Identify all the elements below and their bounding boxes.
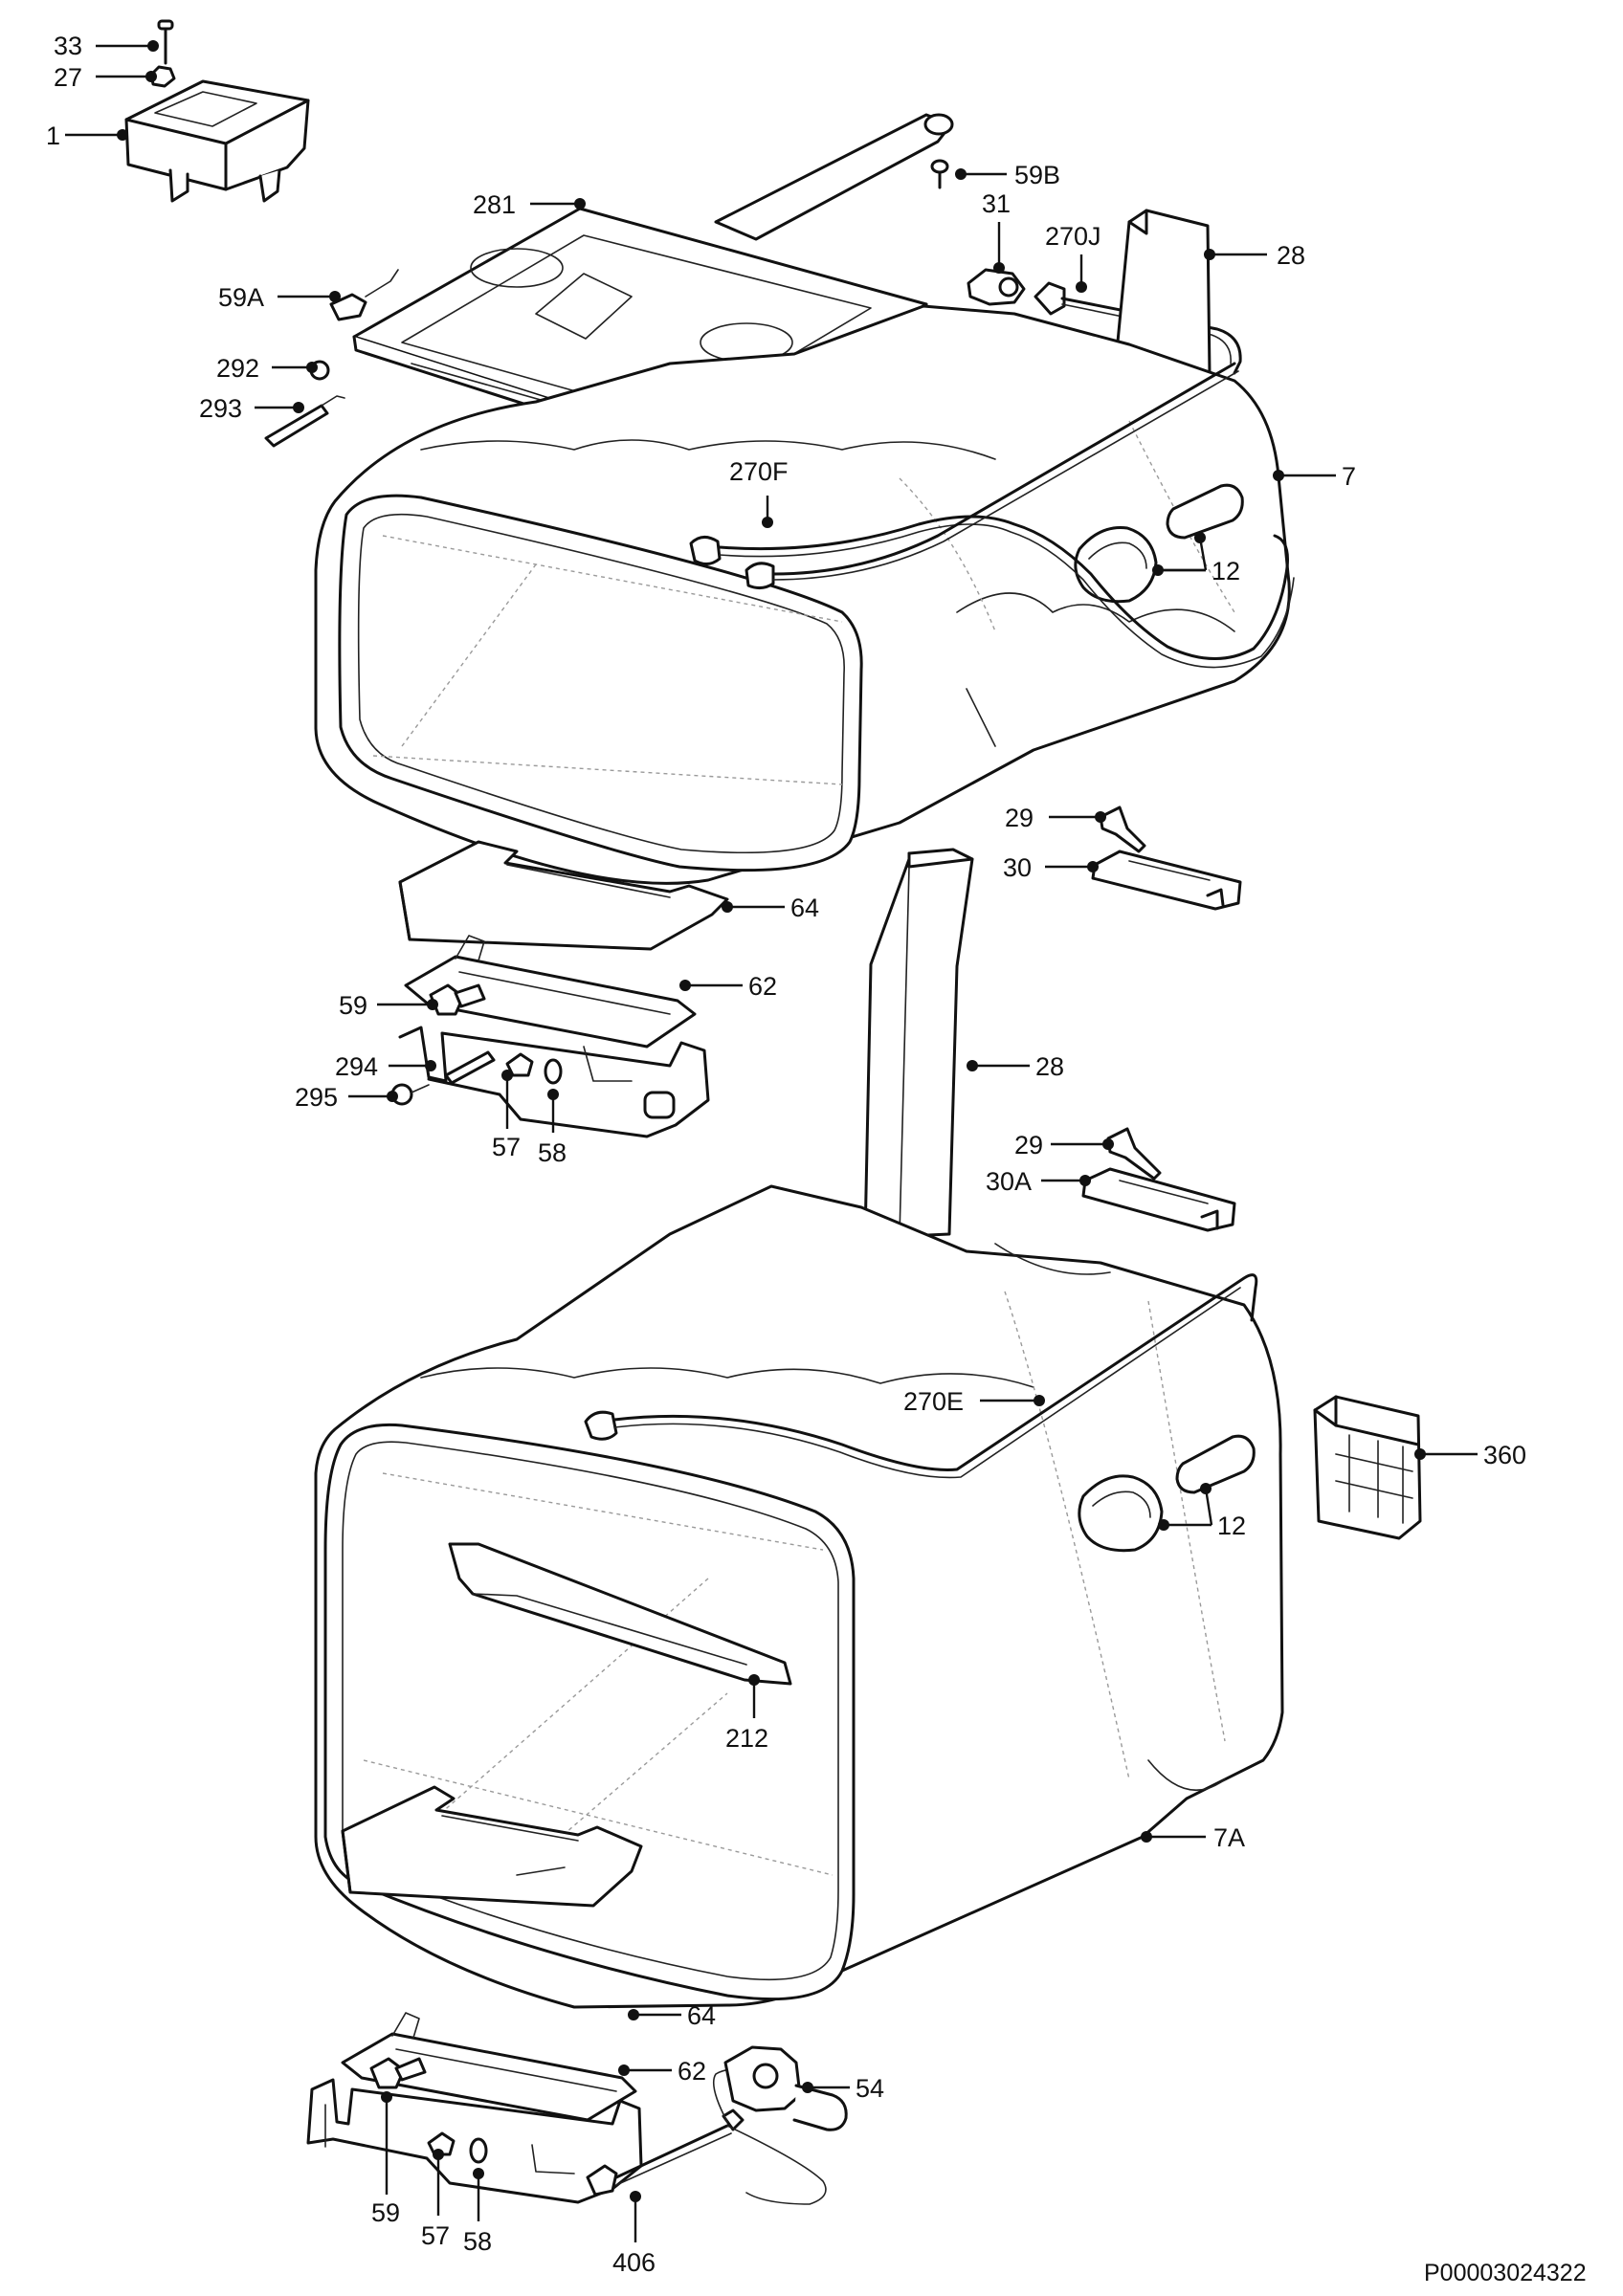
part-30A-rail (1081, 1167, 1236, 1232)
label-28-middle: 28 (1035, 1052, 1064, 1081)
part-54-motor (723, 2045, 848, 2131)
part-28-middle-insulation-strip (863, 848, 974, 1240)
label-59-lower: 59 (371, 2198, 400, 2227)
label-12-top: 12 (1212, 557, 1240, 585)
label-33: 33 (54, 32, 82, 60)
part-58-ring-upper (544, 1058, 563, 1085)
label-1: 1 (46, 121, 60, 150)
label-62-lower: 62 (678, 2057, 706, 2086)
label-57-lower: 57 (421, 2221, 450, 2250)
label-7: 7 (1342, 462, 1356, 491)
label-54: 54 (856, 2074, 884, 2103)
part-270J-tube (1034, 281, 1242, 375)
part-7-upper-oven-cavity (314, 304, 1295, 885)
part-295-cap (390, 1083, 430, 1106)
label-29-upper: 29 (1005, 804, 1034, 832)
label-293: 293 (199, 394, 242, 423)
part-360-terminal-block (1313, 1395, 1422, 1540)
label-270F: 270F (729, 457, 789, 486)
label-29-lower: 29 (1014, 1131, 1043, 1159)
part-27-nut (149, 65, 176, 88)
label-406: 406 (612, 2248, 656, 2277)
label-360: 360 (1483, 1441, 1526, 1469)
part-294-sensor (444, 1050, 496, 1085)
label-59A: 59A (218, 283, 264, 312)
label-270J: 270J (1045, 222, 1101, 251)
label-212: 212 (725, 1724, 768, 1753)
document-reference-id: P00003024322 (1424, 2260, 1587, 2286)
label-62-upper: 62 (748, 972, 777, 1001)
label-30A: 30A (986, 1167, 1032, 1196)
label-30: 30 (1003, 853, 1032, 882)
label-64-upper: 64 (790, 894, 819, 922)
part-59B-screw (930, 159, 949, 189)
part-406-sensor (586, 2067, 827, 2205)
label-58-lower: 58 (463, 2227, 492, 2256)
label-292: 292 (216, 354, 259, 383)
label-295: 295 (295, 1083, 338, 1112)
part-29-bracket-upper (1099, 806, 1146, 853)
part-64-lower-shield (341, 1785, 643, 1908)
part-59-clip-lower (369, 2057, 427, 2089)
label-59-upper: 59 (339, 991, 367, 1020)
leader-lines (65, 40, 1478, 2242)
part-1-control-box (124, 79, 310, 203)
label-27: 27 (54, 63, 82, 92)
label-270E: 270E (903, 1387, 964, 1416)
part-31-connector (967, 268, 1026, 306)
part-293-sensor (264, 395, 345, 448)
part-33-screw (157, 19, 174, 65)
part-7A-lower-oven-cavity (314, 1184, 1284, 2009)
part-58-ring-lower (469, 2137, 488, 2164)
label-281: 281 (473, 190, 516, 219)
part-64-upper-shield (398, 840, 729, 951)
part-30-rail (1091, 850, 1242, 911)
label-294: 294 (335, 1052, 378, 1081)
label-28-top: 28 (1277, 241, 1305, 270)
label-58-upper: 58 (538, 1138, 567, 1167)
part-28-top-insulation-strip (1114, 209, 1212, 377)
part-59-clip-upper (429, 983, 486, 1016)
label-31: 31 (982, 189, 1011, 218)
label-57-upper: 57 (492, 1133, 521, 1161)
label-7A: 7A (1213, 1823, 1245, 1852)
part-59A-clip (329, 269, 399, 321)
part-labels: 33 27 1 59B 281 31 270J 28 59A 292 293 7… (46, 32, 1526, 2277)
label-64-lower: 64 (687, 2001, 716, 2030)
label-59B: 59B (1014, 161, 1060, 189)
part-29-bracket-lower (1106, 1127, 1162, 1181)
label-12-bottom: 12 (1217, 1512, 1246, 1540)
